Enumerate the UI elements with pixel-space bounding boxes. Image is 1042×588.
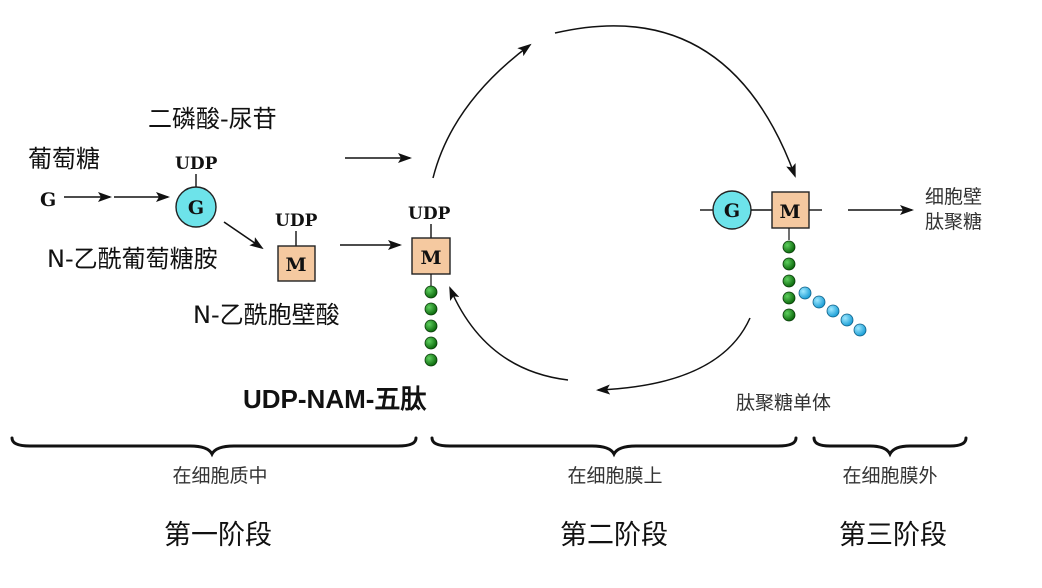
cycle-arc-upper-right <box>554 25 796 178</box>
peptide-bead <box>424 285 438 299</box>
peptide-bead <box>424 302 438 316</box>
udp-nam-letter: M <box>420 247 441 269</box>
peptide-bead <box>782 240 796 254</box>
pentapeptide-chain-stage1 <box>424 285 438 367</box>
cell-wall-label-line2: 肽聚糖 <box>925 211 982 233</box>
monomer-m-square <box>771 191 810 229</box>
pentaglycine-bead <box>826 304 840 318</box>
arrow-g-to-m <box>223 221 264 250</box>
udp-g-udp-label: UDP <box>175 154 218 174</box>
udp-uridine-label: 二磷酸-尿苷 <box>148 105 277 133</box>
stage1-location: 在细胞质中 <box>172 465 267 487</box>
cycle-arc-lower-right <box>596 317 751 395</box>
pentaglycine-bead <box>812 295 826 309</box>
udp-nam-pentapeptide-label: UDP-NAM-五肽 <box>243 384 427 414</box>
pentaglycine-bead <box>853 323 867 337</box>
stage2-name: 第二阶段 <box>560 520 668 551</box>
peptidoglycan-monomer: G M <box>700 190 867 337</box>
stage3-name: 第三阶段 <box>839 520 947 551</box>
udp-m-udp-label: UDP <box>275 211 318 231</box>
brace-stage2 <box>430 436 798 458</box>
udp-nam-udp-label: UDP <box>408 204 451 224</box>
stage3-location: 在细胞膜外 <box>842 465 937 487</box>
peptide-bead <box>424 353 438 367</box>
glucose-label: 葡萄糖 <box>28 145 100 173</box>
cycle-arc-upper-left <box>432 43 532 179</box>
nam-label: N-乙酰胞壁酸 <box>193 301 340 329</box>
monomer-g-letter: G <box>724 200 740 222</box>
udp-nam-square <box>411 237 451 275</box>
peptide-bead <box>424 336 438 350</box>
stage2-location: 在细胞膜上 <box>567 465 662 487</box>
g-letter-label: G <box>40 189 56 211</box>
pentaglycine-bead <box>798 286 812 300</box>
udp-g-circle <box>175 186 217 228</box>
pentaglycine-bead <box>840 313 854 327</box>
udp-m-square <box>277 245 316 282</box>
monomer-m-letter: M <box>779 201 800 223</box>
brace-stage3 <box>812 436 968 458</box>
cell-wall-label-line1: 细胞壁 <box>925 186 982 208</box>
nag-label: N-乙酰葡萄糖胺 <box>47 245 218 273</box>
peptide-bead <box>782 291 796 305</box>
peptide-bead <box>782 274 796 288</box>
brace-stage1 <box>10 436 418 458</box>
stage1-name: 第一阶段 <box>164 520 272 551</box>
membrane-cycle <box>432 25 796 395</box>
peptide-bead <box>424 319 438 333</box>
peptide-bead <box>782 257 796 271</box>
udp-g-letter: G <box>188 197 204 219</box>
udp-m-letter: M <box>285 254 306 276</box>
peptidoglycan-monomer-label: 肽聚糖单体 <box>736 392 831 414</box>
cycle-arc-lower-left <box>449 286 569 381</box>
stage-braces <box>10 436 968 458</box>
peptide-bead <box>782 308 796 322</box>
